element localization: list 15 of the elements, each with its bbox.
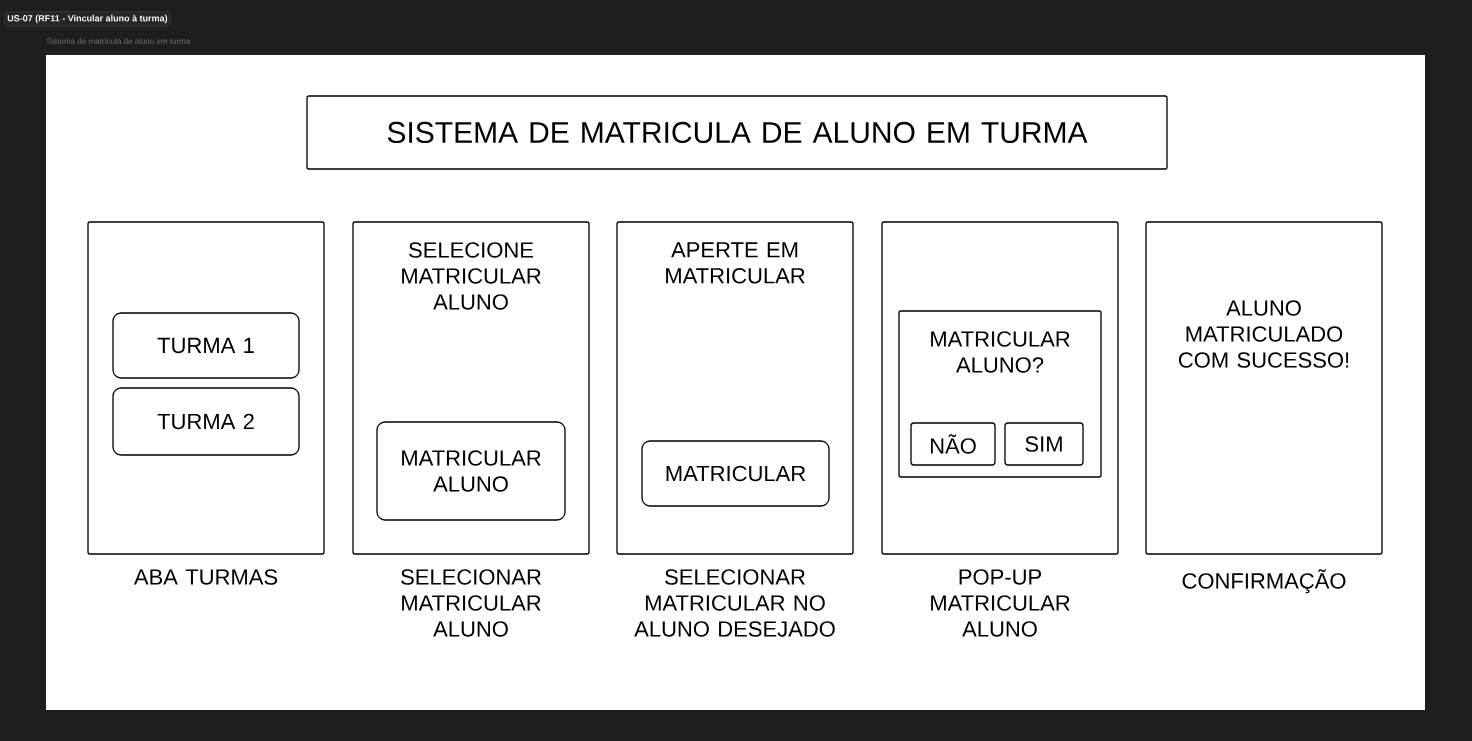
screen-caption: SELECIONAR MATRICULAR NO ALUNO DESEJADO xyxy=(634,569,835,637)
screen-frame: ALUNO MATRICULADO COM SUCESSO! xyxy=(1145,221,1383,555)
button: TURMA 2 xyxy=(112,387,300,456)
button: TURMA 1 xyxy=(112,312,300,379)
tag-label: US-07 (RF11 - Vincular aluno à turma) xyxy=(4,11,171,27)
title-box: SISTEMA DE MATRICULA DE ALUNO EM TURMA xyxy=(306,95,1168,170)
button: MATRICULAR xyxy=(641,440,830,507)
screen-caption: CONFIRMAÇÃO xyxy=(1182,569,1346,594)
screen-caption: SELECIONAR MATRICULAR ALUNO xyxy=(401,569,541,637)
screen-caption: ABA TURMAS xyxy=(133,569,278,585)
subtitle: Sistema de matrícula de aluno em turma xyxy=(46,38,191,44)
button: SIM xyxy=(1004,422,1084,466)
screen-caption: POP-UP MATRICULAR ALUNO xyxy=(931,569,1070,637)
button: NÃO xyxy=(910,422,996,466)
button: MATRICULAR ALUNO xyxy=(376,421,566,521)
